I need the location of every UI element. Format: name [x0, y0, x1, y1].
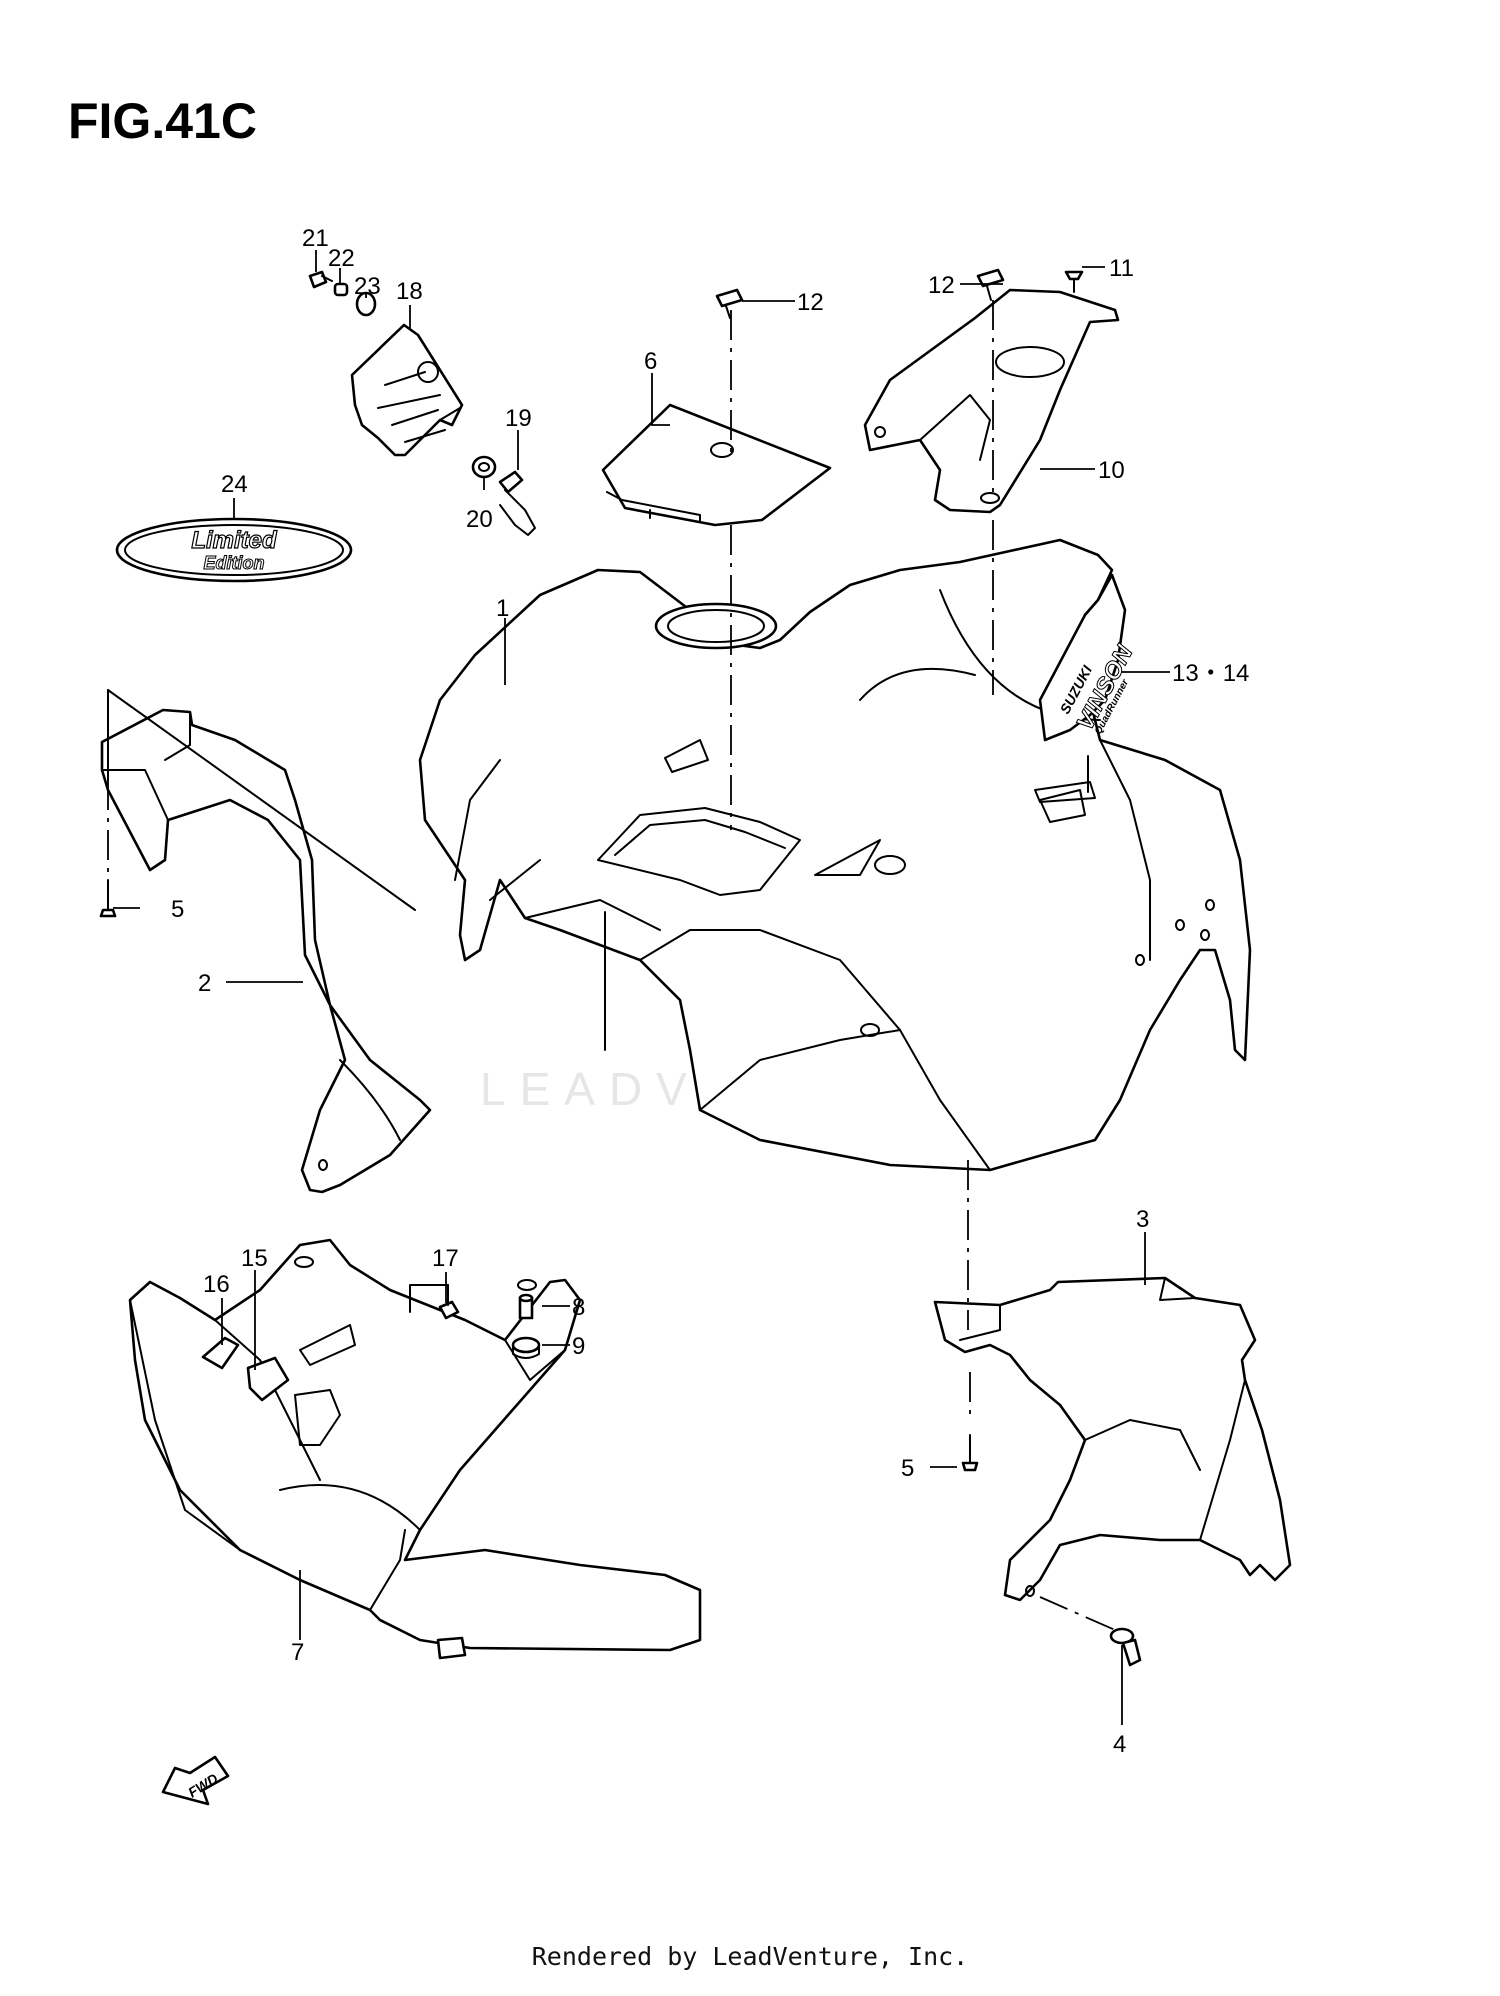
callout-18: 18 [396, 278, 423, 305]
part-11-screw[interactable] [1064, 270, 1084, 293]
emblem-line2: Edition [204, 553, 265, 573]
part-12-clip-a[interactable] [715, 288, 744, 319]
callout-15: 15 [241, 1245, 268, 1272]
part-7-front-cover[interactable] [128, 1238, 702, 1660]
part-10-upper-panel[interactable] [863, 288, 1120, 514]
callout-8: 8 [572, 1294, 585, 1321]
callout-5-left: 5 [171, 896, 184, 923]
callout-leaders [113, 250, 1170, 1725]
part-22-washer[interactable] [333, 282, 349, 297]
callout-4: 4 [1113, 1731, 1126, 1758]
callout-labels: 1 2 3 4 5 5 6 7 8 9 10 11 12 12 13・14 15… [171, 225, 1249, 1758]
callout-10: 10 [1098, 457, 1125, 484]
callout-13-14: 13・14 [1172, 660, 1249, 687]
part-19-clamp[interactable] [498, 470, 536, 536]
callout-24: 24 [221, 471, 248, 498]
callout-22: 22 [328, 245, 355, 272]
part-12-clip-b[interactable] [976, 268, 1005, 301]
fwd-arrow-icon: FWD [161, 1755, 230, 1806]
callout-1: 1 [496, 595, 509, 622]
part-15-s-decal[interactable] [246, 1356, 290, 1402]
emblem-line1: Limited [191, 527, 278, 554]
callout-12-a: 12 [797, 289, 824, 316]
figure-title: FIG.41C [68, 93, 257, 149]
callout-6: 6 [644, 348, 657, 375]
part-8-collar[interactable] [518, 1293, 534, 1320]
callout-23: 23 [354, 273, 381, 300]
callout-17: 17 [432, 1245, 459, 1272]
callout-3: 3 [1136, 1206, 1149, 1233]
callout-5-right: 5 [901, 1455, 914, 1482]
callout-2: 2 [198, 970, 211, 997]
part-20-grommet[interactable] [471, 455, 497, 479]
part-5-screw-right[interactable] [961, 1434, 979, 1472]
callout-20: 20 [466, 506, 493, 533]
part-2-left-inner-panel[interactable] [100, 708, 432, 1194]
callout-11: 11 [1109, 255, 1134, 282]
part-9-grommet[interactable] [511, 1336, 541, 1359]
part-16-s-emblem[interactable] [201, 1336, 240, 1370]
part-6-lid[interactable] [601, 403, 832, 527]
assembly-lines [107, 300, 1116, 1631]
footer-credit: Rendered by LeadVenture, Inc. [531, 1942, 969, 1971]
part-3-right-inner-panel[interactable] [933, 1276, 1292, 1602]
callout-16: 16 [203, 1271, 230, 1298]
callout-12-b: 12 [928, 272, 955, 299]
callout-7: 7 [291, 1639, 304, 1666]
part-21-screw[interactable] [308, 270, 333, 289]
callout-21: 21 [302, 225, 329, 252]
callout-19: 19 [505, 405, 532, 432]
part-24-limited-edition-emblem[interactable]: Limited Edition [115, 517, 353, 583]
part-5-screw-left[interactable] [99, 879, 117, 918]
callout-9: 9 [572, 1333, 585, 1360]
part-18-bracket-cover[interactable] [350, 323, 464, 457]
part-4-bolt[interactable] [1109, 1627, 1142, 1667]
